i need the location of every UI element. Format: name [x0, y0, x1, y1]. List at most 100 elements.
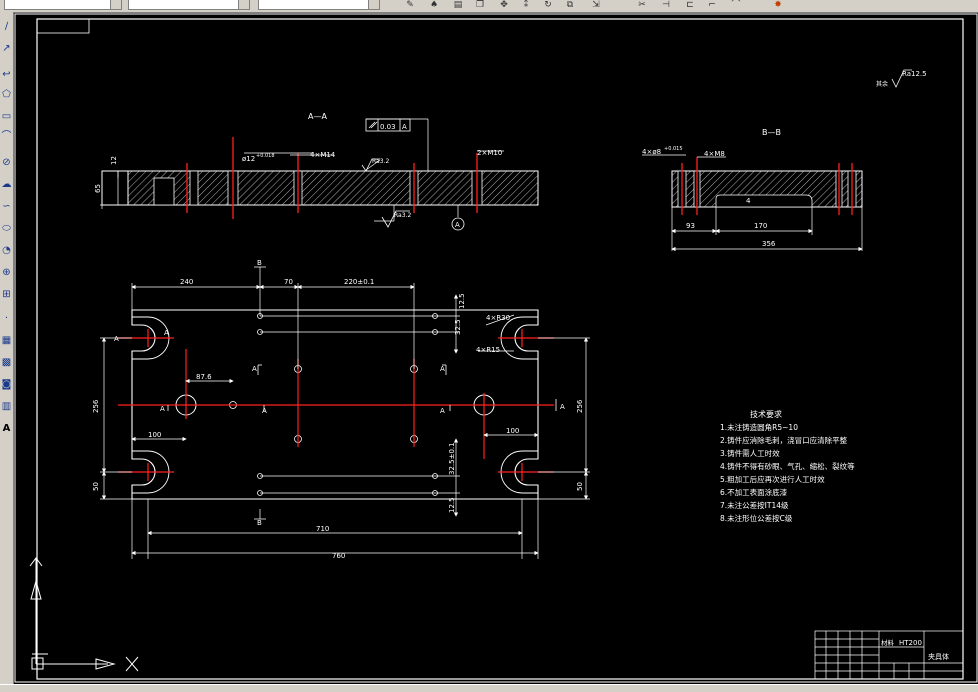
bb-pocket — [715, 194, 813, 208]
aa-slot-left — [153, 177, 175, 206]
bb-dim-170: 170 — [754, 222, 767, 230]
tech-req-item-7: 7.未注公差按IT14级 — [720, 500, 789, 510]
fillet-icon[interactable]: ⌒ — [731, 0, 741, 10]
aa-dim-12: 12 — [110, 156, 118, 165]
tech-req-title: 技术要求 — [750, 409, 782, 419]
aa-tap-2xm10: 2×M10 — [477, 149, 502, 157]
break-icon[interactable]: ⊏ — [686, 0, 694, 10]
plan-dim-240: 240 — [180, 278, 193, 286]
status-bar — [0, 684, 978, 692]
line-icon[interactable]: ∕ — [4, 21, 9, 32]
region-icon[interactable]: ◙ — [1, 379, 12, 390]
section-bb-label: B—B — [762, 128, 781, 137]
section-bb-view: B—B 4×ø8 +0.015 4×M8 4 93 170 3 — [642, 128, 863, 252]
stretch-icon[interactable]: ⇲ — [592, 0, 600, 10]
ucs-icon — [29, 557, 139, 672]
plan-dim-760: 760 — [332, 552, 345, 560]
point-icon[interactable]: · — [4, 313, 9, 324]
bb-dim-4: 4 — [746, 197, 751, 205]
ellipse-arc-icon[interactable]: ◔ — [2, 245, 11, 256]
roughness-prefix: 其余 — [876, 80, 888, 88]
linetype-combo[interactable] — [258, 0, 380, 10]
extend-icon[interactable]: ⊣ — [662, 0, 670, 10]
material-value: HT200 — [899, 639, 922, 647]
tech-requirements: 技术要求 1.未注铸造圆角R5~10 2.铸件应消除毛刺，浇冒口应清除平整 3.… — [720, 409, 855, 523]
part-name: 夹具体 — [928, 652, 949, 661]
title-block — [814, 630, 964, 680]
flatness-frame: 0.03 A — [365, 118, 411, 132]
drawing-canvas[interactable]: 其余 Ra12.5 A—A — [14, 13, 978, 684]
bb-dim-93: 93 — [686, 222, 695, 230]
circle-icon[interactable]: ⊘ — [2, 157, 11, 168]
plan-dim-100-right: 100 — [506, 427, 519, 435]
top-left-tab — [36, 18, 90, 34]
gradient-icon[interactable]: ▩ — [1, 357, 12, 368]
flatness-datum: A — [402, 123, 407, 131]
section-b-mark-bottom: B — [257, 519, 262, 527]
section-a-mark-8: A — [560, 403, 565, 411]
plan-centerlines — [118, 329, 554, 481]
pencil-icon[interactable]: ✎ — [406, 0, 414, 10]
trim-icon[interactable]: ✂ — [638, 0, 646, 10]
tech-req-item-2: 2.铸件应消除毛刺，浇冒口应清除平整 — [720, 435, 848, 445]
construction-line-icon[interactable]: ↗ — [2, 43, 11, 54]
spline-icon[interactable]: ∽ — [2, 201, 11, 212]
section-a-mark-1: A — [114, 335, 119, 343]
chamfer-icon[interactable]: ⌐ — [708, 0, 716, 10]
outer-frame — [14, 13, 978, 683]
section-aa-view: A—A 12 — [94, 112, 539, 231]
aa-dim-65: 65 — [94, 184, 102, 193]
scale-icon[interactable]: ⧉ — [566, 0, 574, 10]
draw-toolbar: ∕ ↗ ↩ ⬠ ▭ ⌒ ⊘ ☁ ∽ ⬭ ◔ ⊕ ⊞ · ▦ ▩ ◙ ▥ A — [0, 12, 14, 691]
plan-dim-32-5-bottom: 32.5±0.1 — [448, 442, 456, 475]
brush-icon[interactable]: ♠ — [429, 0, 439, 10]
plan-dim-50-left: 50 — [92, 482, 100, 491]
make-block-icon[interactable]: ⊞ — [2, 289, 11, 300]
toolbar: ✎ ♠ ▤ ❐ ✥ ⁑ ↻ ⧉ ⇲ ✂ ⊣ ⊏ ⌐ ⌒ ✸ — [0, 0, 978, 13]
plan-dim-50-right: 50 — [576, 482, 584, 491]
tech-req-item-8: 8.未注形位公差按C级 — [720, 513, 793, 523]
aa-bottom-roughness-value: Ra3.2 — [394, 212, 411, 219]
table-icon[interactable]: ▥ — [1, 401, 12, 412]
rectangle-icon[interactable]: ▭ — [1, 111, 12, 122]
hatch-icon[interactable]: ▤ — [453, 0, 463, 10]
general-roughness: 其余 Ra12.5 — [876, 69, 927, 88]
bb-dim-356: 356 — [762, 240, 776, 248]
chevron-down-icon[interactable] — [238, 0, 249, 9]
layer-combo[interactable] — [4, 0, 122, 10]
chevron-down-icon[interactable] — [368, 0, 379, 9]
color-combo[interactable] — [128, 0, 250, 10]
polyline-icon[interactable]: ↩ — [2, 69, 11, 80]
section-a-mark-6: A — [262, 407, 267, 415]
plan-dim-12-5-bottom: 12.5 — [448, 497, 456, 513]
rotate-icon[interactable]: ↻ — [544, 0, 552, 10]
ellipse-icon[interactable]: ⬭ — [2, 223, 11, 234]
move-icon[interactable]: ✥ — [500, 0, 508, 10]
explode-icon[interactable]: ✸ — [774, 0, 782, 10]
tech-req-item-6: 6.不加工表面涂底漆 — [720, 487, 788, 497]
aa-top-roughness: Ra3.2 — [361, 158, 389, 172]
aa-bottom-roughness: Ra3.2 — [381, 210, 411, 228]
aa-top-roughness-value: Ra3.2 — [372, 158, 389, 165]
plan-dim-220: 220±0.1 — [344, 278, 374, 286]
insert-block-icon[interactable]: ⊕ — [2, 267, 11, 278]
plan-dim-256-right: 256 — [576, 399, 584, 413]
bb-holes-4xphi8-tol: +0.015 — [664, 146, 683, 152]
copy-icon[interactable]: ❐ — [475, 0, 485, 10]
section-a-mark-2: A — [164, 329, 169, 337]
grip-icon[interactable]: ⁑ — [523, 0, 529, 10]
plan-dim-12-5-top: 12.5 — [458, 293, 466, 309]
aa-tap-4xm14: 4×M14 — [310, 151, 336, 159]
arc-icon[interactable]: ⌒ — [1, 131, 12, 142]
hatch-tool-icon[interactable]: ▦ — [1, 335, 12, 346]
aa-hole-1 — [189, 170, 199, 206]
bb-centerlines — [681, 157, 853, 215]
plan-dim-lines — [100, 266, 590, 559]
plan-dim-70: 70 — [284, 278, 293, 286]
datum-a-letter: A — [455, 221, 460, 229]
plan-hidden-lines — [260, 315, 435, 494]
polygon-icon[interactable]: ⬠ — [2, 89, 11, 100]
mtext-icon[interactable]: A — [2, 423, 11, 434]
chevron-down-icon[interactable] — [110, 0, 121, 9]
revcloud-icon[interactable]: ☁ — [1, 179, 12, 190]
